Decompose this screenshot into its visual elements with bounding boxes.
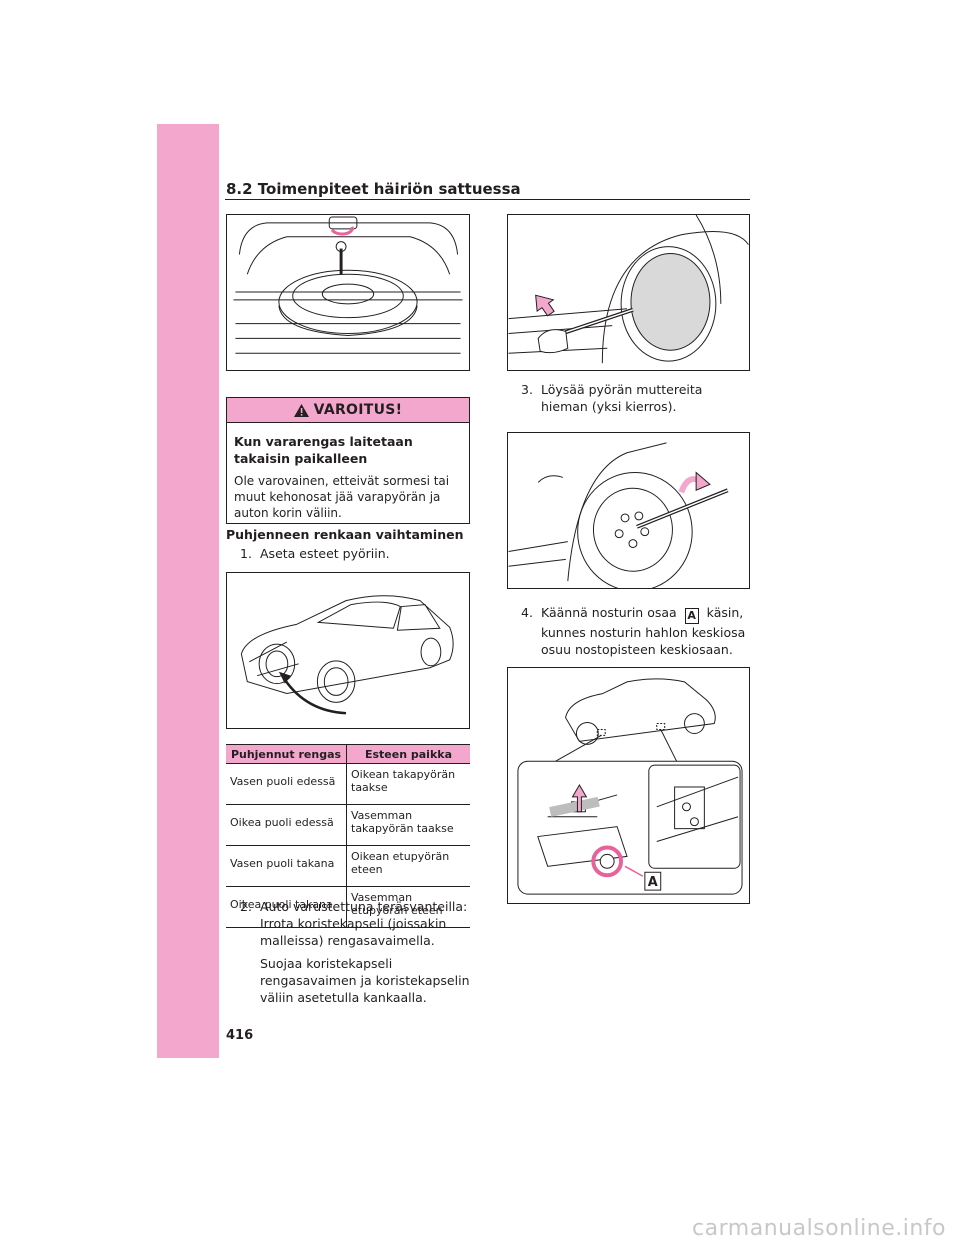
curved-arrow-icon xyxy=(283,678,347,715)
figure-jack-placement: A xyxy=(507,667,750,904)
step-text-after: käsin, kunnes nosturin hahlon keskiosa o… xyxy=(541,605,746,657)
section-header: 8.2 Toimenpiteet häiriön sattuessa xyxy=(226,180,521,198)
warning-subtitle: Kun vararengas laitetaan takaisin paikal… xyxy=(234,434,413,466)
figure-spare-tire-trunk xyxy=(226,214,470,371)
rotate-arrow-icon xyxy=(330,226,354,236)
table-cell: Oikea puoli takana xyxy=(226,886,347,928)
figure-hubcap-removal xyxy=(507,214,750,371)
chapter-side-tab xyxy=(157,124,219,1058)
jack-placement-illustration: A xyxy=(517,678,743,895)
loosen-nuts-illustration xyxy=(508,442,729,588)
step-text-extra: Suojaa koristekapseli rengasavaimen ja k… xyxy=(260,956,470,1005)
figure-loosen-nuts xyxy=(507,432,750,589)
jack-part-label: A xyxy=(648,875,658,890)
step-text-before: Käännä nosturin osaa xyxy=(541,605,677,620)
hubcap-removal-illustration xyxy=(508,215,749,364)
warning-body: Ole varovainen, etteivät sormesi tai muu… xyxy=(234,474,450,520)
header-rule xyxy=(225,199,750,200)
table-row: Vasen puoli edessä Oikean takapyörän taa… xyxy=(226,763,470,805)
step-text: Aseta esteet pyöriin. xyxy=(260,546,390,561)
warning-title-bar: VAROITUS! xyxy=(227,398,469,423)
step-text: Auto varustettuna teräsvanteilla: Irrota… xyxy=(260,899,468,948)
table-header-cell: Puhjennut rengas xyxy=(226,744,347,764)
table-row: Vasen puoli takana Oikean etupyörän etee… xyxy=(226,845,470,887)
pointer-line xyxy=(624,865,644,877)
warning-box: VAROITUS! Kun vararengas laitetaan takai… xyxy=(226,397,470,524)
warning-title: VAROITUS! xyxy=(313,402,403,418)
up-arrow-icon xyxy=(535,294,555,317)
chock-position-table: Puhjennut rengas Esteen paikka Vasen puo… xyxy=(226,744,470,928)
step-number: 3. xyxy=(521,382,533,397)
table-cell: Oikean etupyörän eteen xyxy=(346,845,470,887)
table-cell: Oikean takapyörän taakse xyxy=(346,763,470,805)
step-3: 3. Löysää pyörän muttereita hieman (yksi… xyxy=(521,381,750,415)
part-label-badge: A xyxy=(684,608,699,624)
table-cell: Oikea puoli edessä xyxy=(226,804,347,846)
step-text: Löysää pyörän muttereita hieman (yksi ki… xyxy=(541,382,703,414)
table-cell: Vasemman takapyörän taakse xyxy=(346,804,470,846)
step-number: 1. xyxy=(240,546,252,561)
warning-triangle-icon xyxy=(293,403,309,417)
figure-sedan-chock xyxy=(226,572,470,729)
step-1: 1. Aseta esteet pyöriin. xyxy=(240,545,470,562)
table-cell: Vasemman etupyörän eteen xyxy=(346,886,470,928)
table-row: Oikea puoli edessä Vasemman takapyörän t… xyxy=(226,804,470,846)
watermark-text: carmanualsonline.info xyxy=(692,1216,946,1241)
step-number: 2. xyxy=(240,899,252,914)
sedan-chock-illustration xyxy=(240,595,454,715)
step-2: 2. Auto varustettuna teräsvanteilla: Irr… xyxy=(240,898,472,1006)
lift-arrow-icon xyxy=(571,784,588,813)
step-number: 4. xyxy=(521,605,533,620)
table-header-row: Puhjennut rengas Esteen paikka xyxy=(226,744,470,764)
rotate-knob-icon xyxy=(591,845,624,878)
page-number: 416 xyxy=(226,1028,254,1043)
table-cell: Vasen puoli edessä xyxy=(226,763,347,805)
spare-tire-trunk-illustration xyxy=(233,216,463,354)
table-row: Oikea puoli takana Vasemman etupyörän et… xyxy=(226,886,470,928)
section-heading: Puhjenneen renkaan vaihtaminen xyxy=(226,527,464,542)
table-cell: Vasen puoli takana xyxy=(226,845,347,887)
table-header-cell: Esteen paikka xyxy=(346,744,470,764)
